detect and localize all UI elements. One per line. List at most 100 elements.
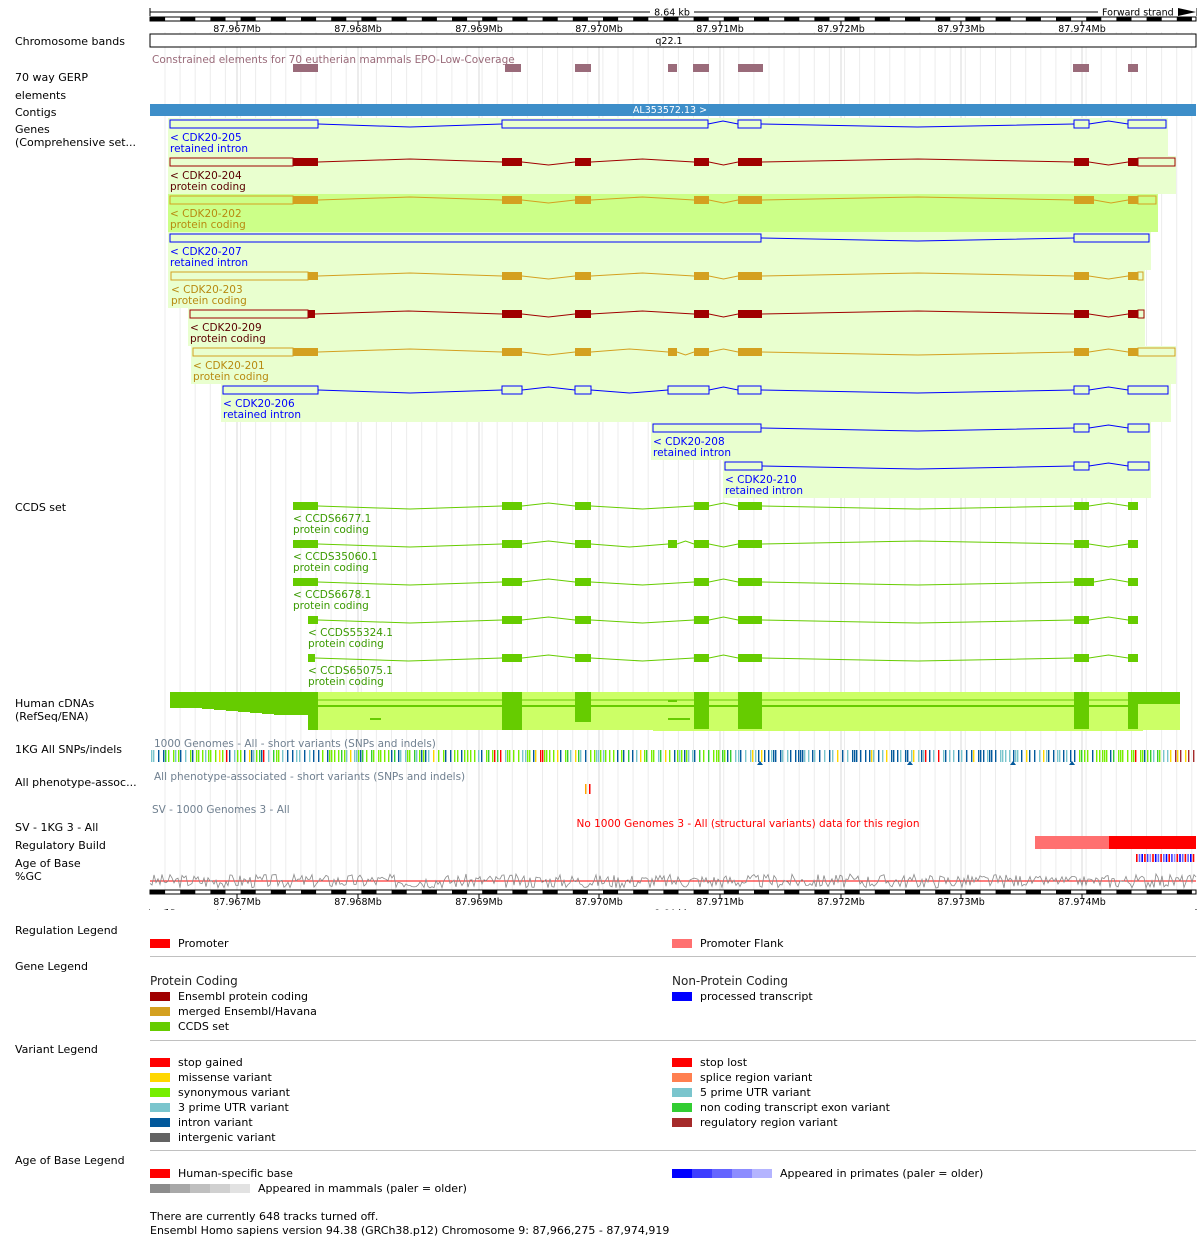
snp-variant — [847, 750, 849, 762]
label-genes-line1: Genes — [15, 123, 50, 136]
scale-tick-label: 87.971Mb — [696, 897, 743, 908]
snp-variant — [1057, 750, 1059, 762]
legend-item-primates: Appeared in primates (paler = older) — [672, 1167, 983, 1180]
snp-variant — [398, 750, 400, 762]
snp-variants[interactable] — [151, 750, 1195, 765]
legend-item-intergenic-variant: intergenic variant — [150, 1131, 276, 1144]
scale-bar-segment — [905, 17, 921, 21]
intron-line — [1088, 161, 1129, 166]
snp-variant — [750, 750, 752, 762]
cdna-exon-stack — [738, 692, 762, 730]
snp-variant — [467, 750, 469, 762]
variant-swatch — [672, 1073, 692, 1082]
scale-bar-segment — [935, 17, 951, 21]
coding-exon — [738, 158, 762, 166]
snp-variant — [761, 750, 763, 762]
snp-variant — [240, 750, 242, 762]
snp-variant — [900, 750, 902, 762]
scale-bar-segment — [784, 890, 800, 894]
coding-exon — [694, 272, 709, 280]
transcript-name: < CDK20-202 — [170, 208, 242, 220]
cdna-fragment — [668, 700, 677, 702]
snp-variant — [973, 750, 975, 762]
utr-exon — [1127, 461, 1150, 471]
ccds-name: < CCDS35060.1 — [293, 551, 378, 563]
snp-variant — [304, 750, 306, 762]
ccds-exon — [738, 502, 762, 510]
snp-variant — [529, 750, 531, 762]
intron-line — [314, 310, 503, 315]
snp-variant — [457, 750, 459, 762]
cdna-track — [170, 692, 1180, 731]
transcript-name: < CDK20-207 — [170, 246, 242, 258]
snp-variant — [414, 750, 416, 762]
processed-transcript-swatch — [672, 992, 692, 1001]
scale-tick-label: 87.967Mb — [213, 897, 260, 908]
snp-variant — [958, 750, 960, 762]
snp-variant — [163, 750, 165, 762]
scale-bar-segment — [633, 17, 649, 21]
utr-exon — [222, 385, 319, 395]
snp-variant — [505, 750, 507, 762]
snp-variant — [1029, 750, 1031, 762]
scale-bar-segment — [270, 17, 286, 21]
snp-variant — [605, 750, 607, 762]
snp-variant — [773, 750, 775, 762]
scale-bar-segment — [1146, 17, 1162, 21]
chromosome-band — [149, 33, 1197, 48]
gerp-element — [738, 64, 763, 72]
ccds-biotype: protein coding — [308, 676, 384, 688]
ensembl-coding-swatch — [150, 992, 170, 1001]
snp-variant — [540, 750, 542, 762]
scale-bar-segment — [512, 17, 528, 21]
ccds-exon — [293, 502, 318, 510]
transcript-background — [168, 232, 1151, 270]
intron-line — [590, 389, 669, 394]
indel-marker-icon — [1069, 761, 1075, 765]
ccds-exon — [293, 540, 318, 548]
intron-line — [521, 161, 576, 166]
scale-bar-segment — [150, 890, 166, 894]
variant-swatch — [150, 1088, 170, 1097]
ccds-exon — [738, 540, 762, 548]
coding-exon — [293, 196, 318, 204]
utr-exon — [737, 385, 762, 395]
snp-variant — [208, 750, 210, 762]
scale-bar-segment — [603, 890, 619, 894]
snp-variant — [578, 750, 580, 762]
label-gc: %GC — [15, 870, 42, 883]
snp-variant — [1017, 750, 1019, 762]
scale-bar-segment — [542, 890, 558, 894]
utr-exon — [1073, 461, 1090, 471]
span-label-bg — [650, 6, 694, 17]
intron-line — [761, 581, 1075, 586]
snp-variant — [735, 750, 737, 762]
snp-variant — [178, 750, 180, 762]
snp-variant — [790, 750, 792, 762]
snp-variant — [1034, 750, 1036, 762]
snp-variant — [628, 750, 630, 762]
snp-variant — [1002, 750, 1004, 762]
scale-bar-segment — [542, 17, 558, 21]
ccds-exon — [1074, 578, 1094, 586]
transcript-biotype: protein coding — [171, 295, 247, 307]
age-of-base-mark — [1157, 854, 1160, 862]
age-legend-title: Age of Base Legend — [15, 1154, 125, 1167]
snp-variant — [1131, 750, 1133, 762]
